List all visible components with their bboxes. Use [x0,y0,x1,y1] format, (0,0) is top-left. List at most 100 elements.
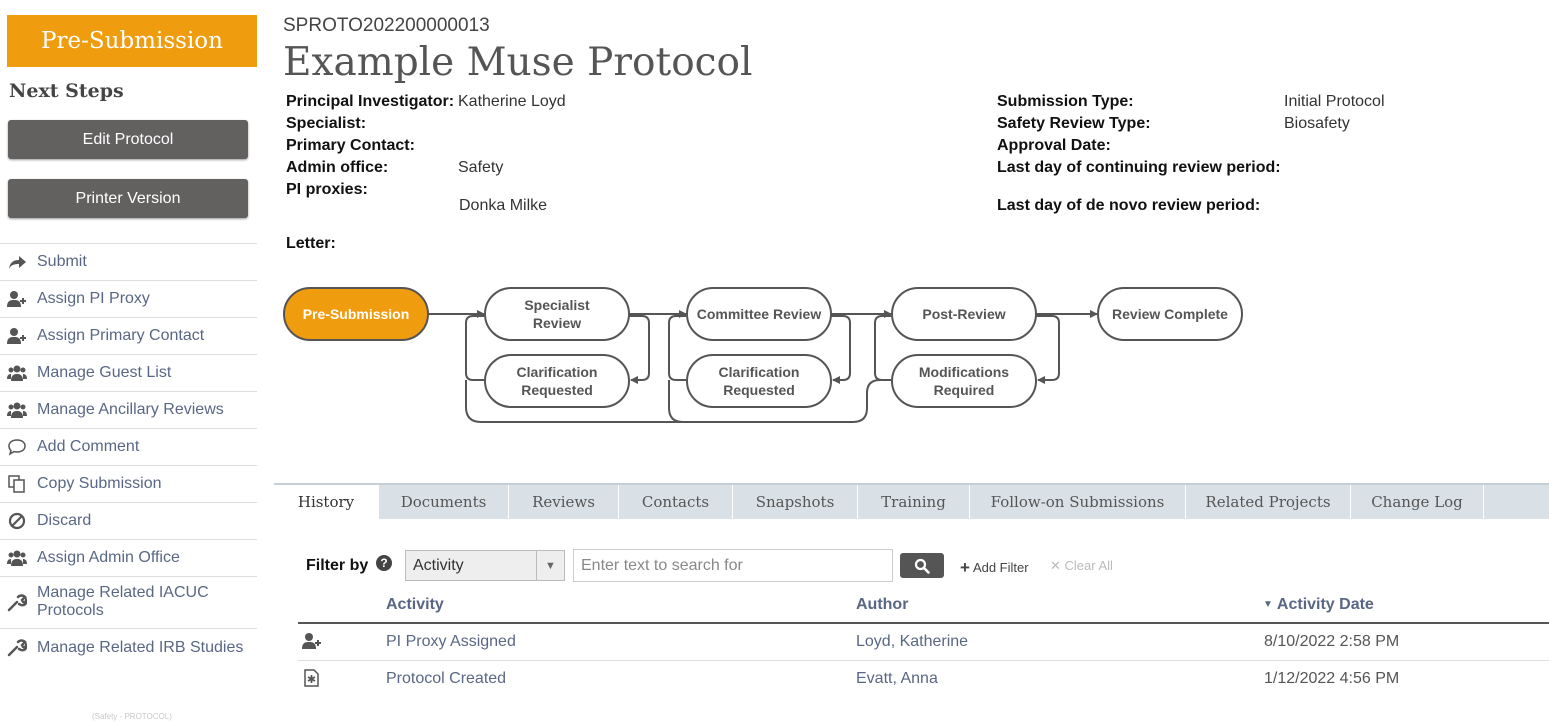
state-label: Review Complete [1112,306,1228,322]
add-filter-link[interactable]: +Add Filter [960,558,1029,578]
flow-arrow [629,315,650,384]
column-header-author[interactable]: Author [856,596,909,613]
state-post-review: Post-Review [891,287,1037,341]
history-author-link[interactable]: Loyd, Katherine [856,633,969,650]
state-label: Required [934,382,995,398]
flow-arrow [465,315,484,381]
tab-snapshots[interactable]: Snapshots [733,485,858,519]
user-add-icon [7,328,26,344]
add-filter-label: Add Filter [972,560,1029,575]
flow-arrow [831,315,851,384]
copy-icon [8,475,25,493]
state-pre-submission: Pre-Submission [283,287,429,341]
action-assign-pi-proxy[interactable]: Assign PI Proxy [0,281,257,318]
state-label: Requested [521,382,593,398]
tab-documents[interactable]: Documents [379,485,509,519]
field-label-primary-contact: Primary Contact: [286,137,415,154]
field-value-safety-review-type: Biosafety [1284,115,1350,132]
tab-related-projects[interactable]: Related Projects [1186,485,1351,519]
history-activity-link[interactable]: PI Proxy Assigned [386,633,516,650]
tab-training[interactable]: Training [858,485,970,519]
tab-change-log[interactable]: Change Log [1351,485,1484,519]
tab-reviews[interactable]: Reviews [509,485,619,519]
close-icon: ✕ [1050,558,1065,573]
history-activity-link[interactable]: Protocol Created [386,670,507,687]
column-header-activity[interactable]: Activity [386,596,444,613]
printer-version-button[interactable]: Printer Version [8,179,248,218]
share-arrow-icon [9,256,26,269]
action-manage-related-iacuc[interactable]: Manage Related IACUC Protocols [0,577,257,629]
state-label: Pre-Submission [303,306,410,322]
action-label: Assign Admin Office [37,549,180,566]
column-header-label: Activity Date [1276,596,1374,613]
field-value-pi-proxies: Donka Milke [459,197,548,214]
state-label: Modifications [919,364,1009,380]
action-label: Copy Submission [37,475,162,492]
footer-note: (Safety - PROTOCOL) [92,712,172,721]
plus-icon: + [960,558,970,577]
user-add-icon [7,291,26,307]
action-assign-admin-office[interactable]: Assign Admin Office [0,540,257,577]
sort-desc-icon: ▼ [1263,599,1273,610]
tab-contacts[interactable]: Contacts [619,485,733,519]
state-label: Committee Review [697,306,822,322]
action-label: Assign PI Proxy [37,290,150,307]
action-assign-primary-contact[interactable]: Assign Primary Contact [0,318,257,355]
action-submit[interactable]: Submit [0,244,257,281]
chevron-down-icon: ▼ [536,551,564,580]
field-label-specialist: Specialist: [286,115,367,132]
column-header-activity-date[interactable]: ▼Activity Date [1263,596,1374,614]
action-label: Discard [37,512,92,529]
clear-all-link[interactable]: ✕ Clear All [1050,558,1113,574]
history-author-link[interactable]: Evatt, Anna [856,670,938,687]
state-review-complete: Review Complete [1097,287,1243,341]
clear-all-label: Clear All [1064,558,1113,573]
next-steps-heading: Next Steps [9,80,124,102]
action-label: Assign Primary Contact [37,327,205,344]
action-copy-submission[interactable]: Copy Submission [0,466,257,503]
edit-protocol-button[interactable]: Edit Protocol [8,120,248,159]
tab-follow-on-submissions[interactable]: Follow-on Submissions [970,485,1186,519]
action-discard[interactable]: Discard [0,503,257,540]
wrench-icon [7,638,27,656]
wrench-icon [7,594,27,612]
flow-arrow [668,315,686,381]
field-value-admin-office: Safety [458,159,504,176]
protocol-id: SPROTO202200000013 [283,15,490,36]
search-input[interactable] [573,549,893,582]
action-manage-guest-list[interactable]: Manage Guest List [0,355,257,392]
flow-arrow [465,379,891,423]
state-label: Clarification [719,364,800,380]
filter-label: Filter by [306,557,369,574]
search-button[interactable] [900,553,944,578]
state-clarification-requested-2: Clarification Requested [686,354,832,408]
history-date: 1/12/2022 4:56 PM [1264,670,1400,687]
users-icon [7,402,27,418]
action-list: Submit Assign PI Proxy Assign Primary Co… [0,243,257,666]
user-add-icon [302,633,321,649]
users-icon [7,550,27,566]
tab-bar: History Documents Reviews Contacts Snaps… [274,483,1549,519]
users-icon [7,365,27,381]
filter-field-select[interactable]: Activity ▼ [405,550,565,581]
help-icon[interactable]: ? [376,555,392,571]
field-value-submission-type: Initial Protocol [1284,93,1385,110]
field-label-pi: Principal Investigator: [286,93,455,110]
field-label-pi-proxies: PI proxies: [286,181,368,198]
state-label: Requested [723,382,795,398]
tab-history[interactable]: History [274,485,379,519]
state-label: Review [533,315,581,331]
document-star-icon [304,669,319,687]
state-modifications-required: Modifications Required [891,354,1037,408]
table-header-divider [298,622,1549,624]
action-label: Manage Ancillary Reviews [37,401,224,418]
action-manage-ancillary-reviews[interactable]: Manage Ancillary Reviews [0,392,257,429]
search-icon [914,558,930,574]
field-label-submission-type: Submission Type: [997,93,1134,110]
action-manage-related-irb[interactable]: Manage Related IRB Studies [0,629,257,666]
state-committee-review: Committee Review [686,287,832,341]
action-label: Manage Related IACUC Protocols [37,584,209,619]
page-title: Example Muse Protocol [283,40,753,85]
action-label: Manage Guest List [37,364,172,381]
action-add-comment[interactable]: Add Comment [0,429,257,466]
